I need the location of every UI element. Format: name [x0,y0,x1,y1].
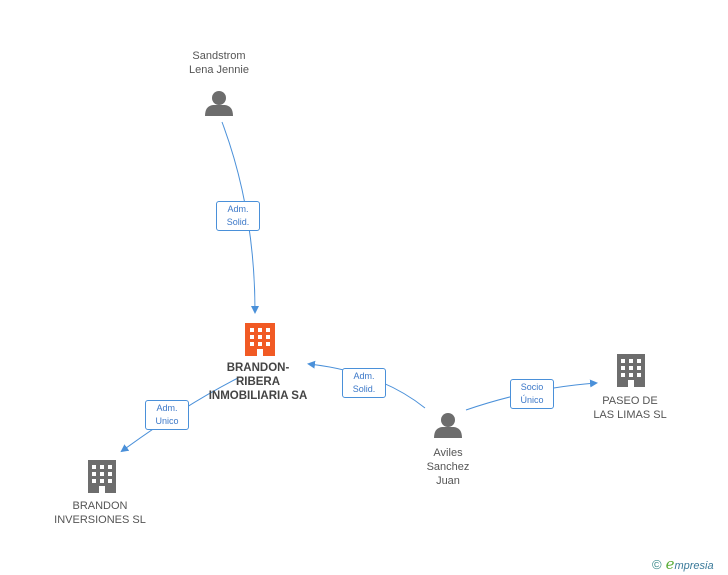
node-label-sandstrom[interactable]: Sandstrom Lena Jennie [189,50,249,76]
node-label-paseo[interactable]: PASEO DE LAS LIMAS SL [593,395,667,421]
edge-label-brandon-inversiones[interactable]: Adm. Unico [145,400,189,430]
building-icon[interactable] [88,460,116,493]
person-icon[interactable] [434,413,462,438]
edge-label-sandstrom-brandon[interactable]: Adm. Solid. [216,201,260,231]
node-label-brandon-ribera[interactable]: BRANDON- RIBERA INMOBILIARIA SA [208,362,308,402]
building-icon[interactable] [617,354,645,387]
empresia-logo: ©empresia [652,555,714,573]
edge-label-aviles-paseo[interactable]: Socio Único [510,379,554,409]
building-icon[interactable] [245,323,275,356]
node-label-brandon-inversiones[interactable]: BRANDON INVERSIONES SL [54,500,146,526]
node-label-aviles[interactable]: Aviles Sanchez Juan [426,447,470,487]
edge-label-aviles-brandon[interactable]: Adm. Solid. [342,368,386,398]
copyright-icon: © [652,557,662,572]
person-icon[interactable] [205,91,233,116]
